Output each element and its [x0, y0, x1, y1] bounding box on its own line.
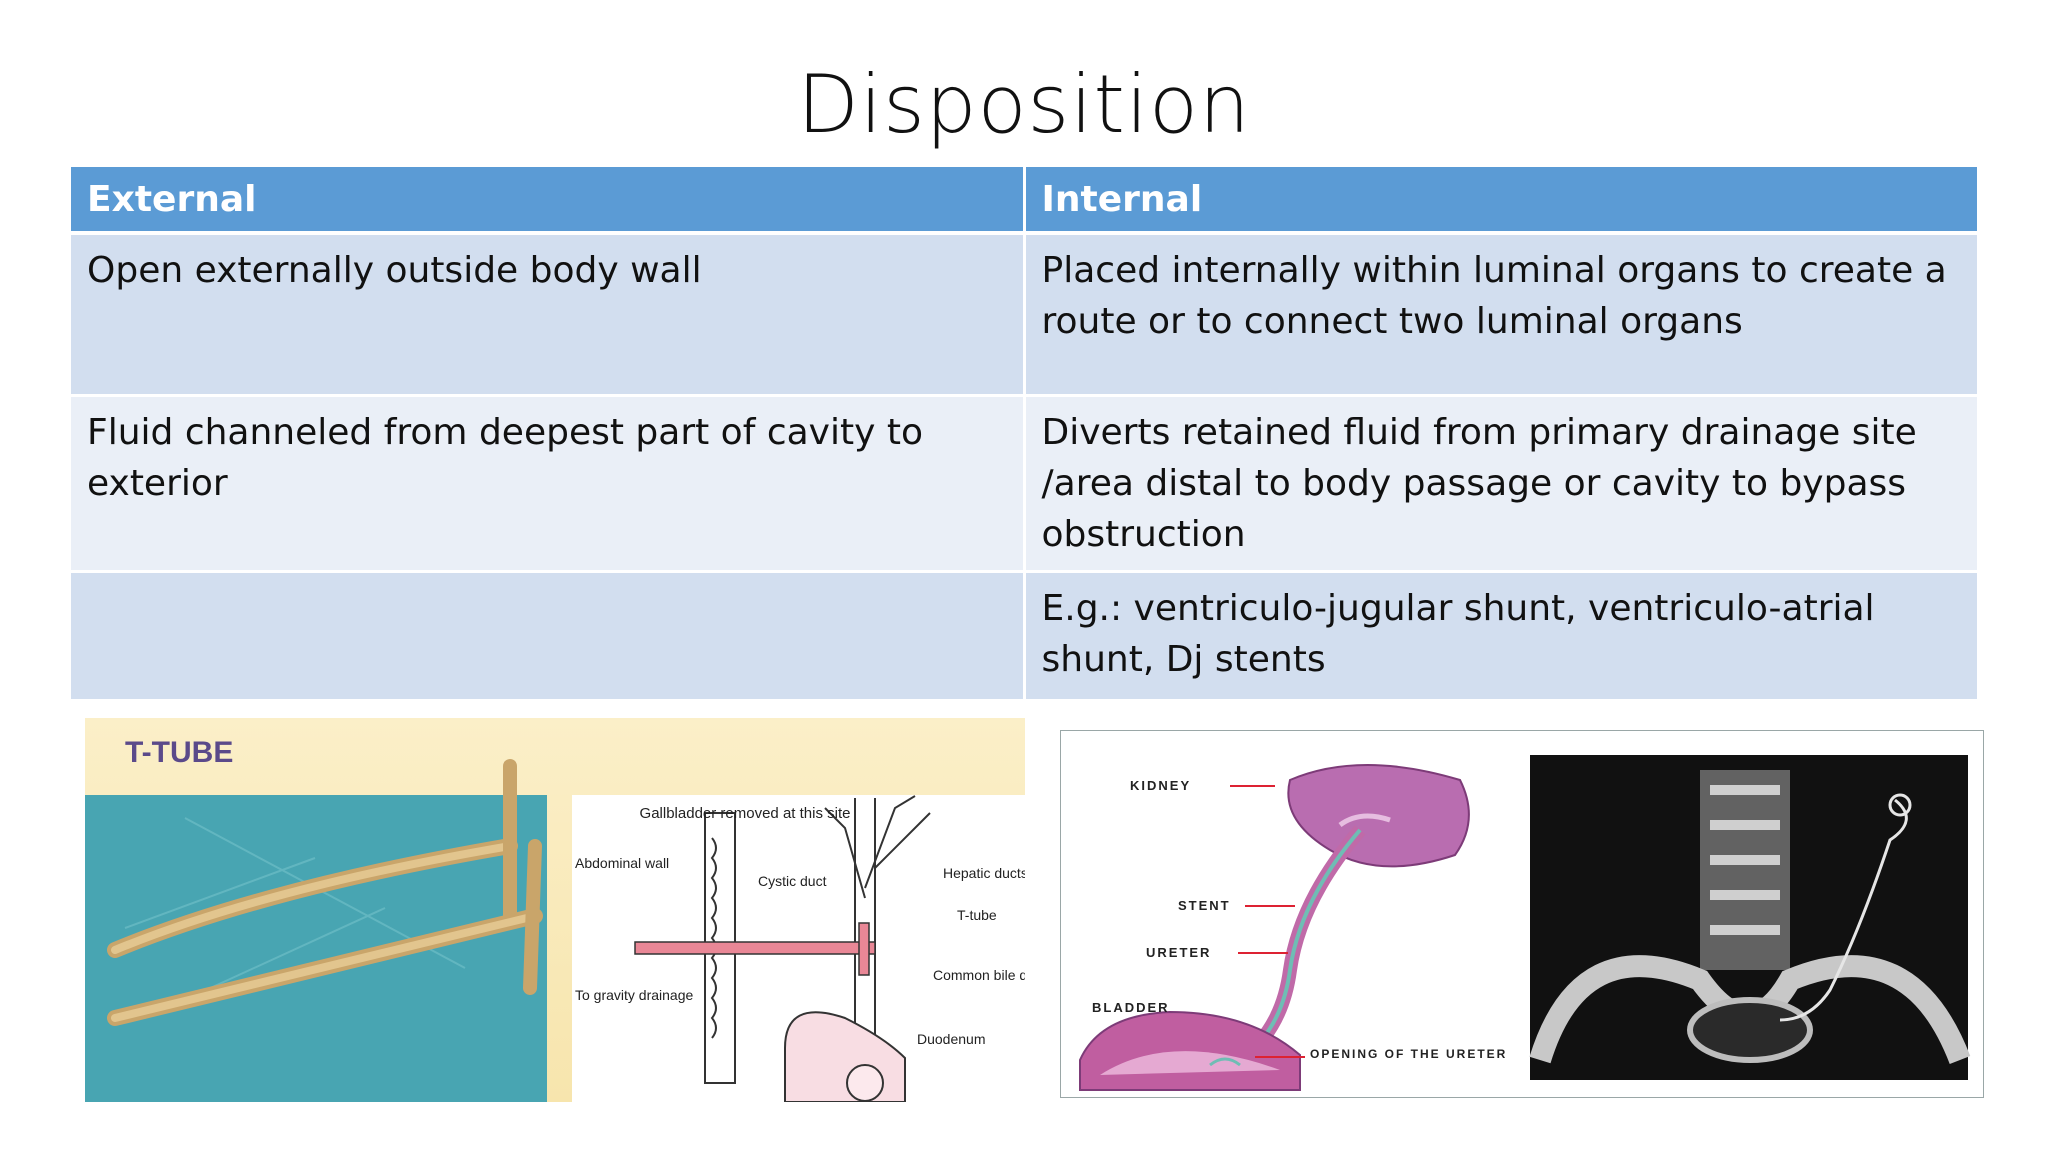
- table-cell: Fluid channeled from deepest part of cav…: [71, 395, 1026, 573]
- label-abdominal-wall: Abdominal wall: [575, 855, 669, 871]
- label-stent: STENT: [1178, 898, 1231, 913]
- table-row: Fluid channeled from deepest part of cav…: [71, 395, 1980, 573]
- ttube-heading: T-TUBE: [125, 736, 233, 769]
- header-internal: Internal: [1024, 167, 1980, 235]
- label-cystic-duct: Cystic duct: [758, 873, 827, 889]
- ttube-photo: [85, 759, 547, 1102]
- slide-title: Disposition: [797, 58, 1251, 151]
- label-to-gravity: To gravity drainage: [575, 987, 694, 1003]
- stent-figure: KIDNEY STENT URETER BLADDER OPENING OF T…: [1060, 730, 1984, 1098]
- header-external: External: [71, 167, 1026, 235]
- disposition-table: External Internal Open externally outsid…: [71, 167, 1980, 702]
- table-row: Open externally outside body wall Placed…: [71, 233, 1980, 397]
- stent-diagram: KIDNEY STENT URETER BLADDER OPENING OF T…: [1068, 738, 1507, 1091]
- label-gallbladder: Gallbladder removed at this site: [640, 805, 851, 822]
- ttube-diagram: Gallbladder removed at this site Abdomin…: [572, 795, 1025, 1102]
- label-duodenum: Duodenum: [917, 1031, 986, 1047]
- table-header-row: External Internal: [71, 167, 1980, 235]
- table-cell: Placed internally within luminal organs …: [1024, 233, 1980, 397]
- ttube-figure: T-TUBE Gallbladder removed at this site …: [85, 718, 1025, 1102]
- table-cell: Open externally outside body wall: [71, 233, 1026, 397]
- label-ureter: URETER: [1146, 945, 1211, 960]
- table-row: E.g.: ventriculo-jugular shunt, ventricu…: [71, 571, 1980, 702]
- xray-image: [1529, 755, 1971, 1080]
- label-kidney: KIDNEY: [1130, 778, 1191, 793]
- label-bladder: BLADDER: [1092, 1000, 1170, 1015]
- table-cell: [71, 571, 1026, 702]
- label-common-bile-duct: Common bile duct: [933, 967, 1025, 983]
- label-t-tube: T-tube: [957, 907, 997, 923]
- table-cell: Diverts retained fluid from primary drai…: [1024, 395, 1980, 573]
- label-opening: OPENING OF THE URETER: [1310, 1047, 1507, 1061]
- table-cell: E.g.: ventriculo-jugular shunt, ventricu…: [1024, 571, 1980, 702]
- label-hepatic-ducts: Hepatic ducts: [943, 865, 1025, 881]
